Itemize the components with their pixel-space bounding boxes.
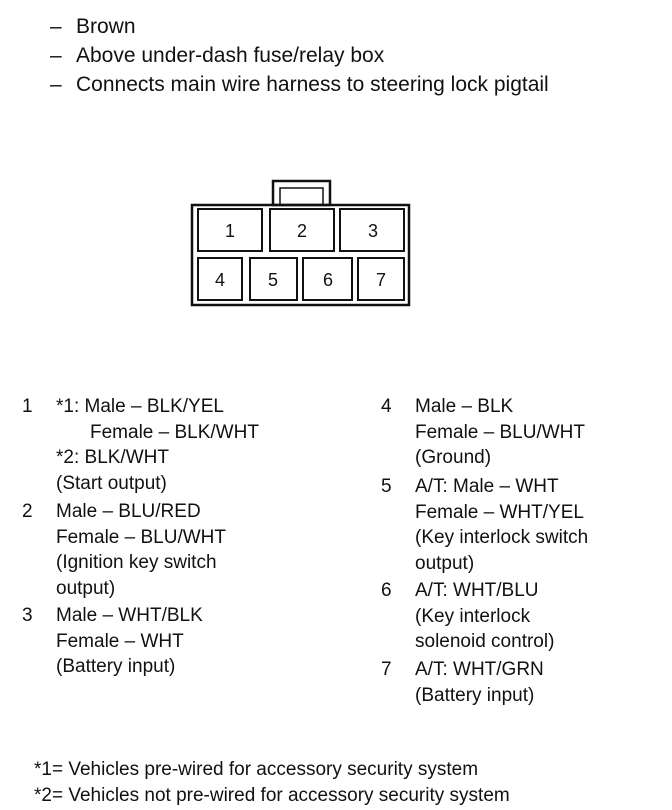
pin-number: 2 — [22, 501, 33, 522]
footnotes: *1= Vehicles pre-wired for accessory sec… — [34, 757, 510, 809]
bullet-dash: – — [50, 73, 62, 96]
description-text: Brown — [76, 15, 136, 38]
footnote-1: *1= Vehicles pre-wired for accessory sec… — [34, 759, 479, 780]
cavity-label-1: 1 — [225, 221, 235, 241]
cavity-3 — [339, 208, 405, 252]
pin-line: Female – BLU/WHT — [56, 526, 226, 548]
pin-line: Female – WHT/YEL — [415, 501, 584, 523]
pin-line: (Battery input) — [56, 656, 176, 677]
pin-number: 7 — [381, 659, 392, 680]
description-color: – Brown — [50, 12, 549, 41]
pin-line: A/T: Male – WHT — [415, 476, 559, 497]
pin-line: output) — [415, 552, 475, 574]
connector-lock-tab-inner — [279, 187, 324, 206]
description-text: Above under-dash fuse/relay box — [76, 44, 385, 67]
pin-description: Male – BLU/RED Female – BLU/WHT (Ignitio… — [56, 499, 226, 601]
pin-description: A/T: Male – WHT Female – WHT/YEL (Key in… — [415, 474, 588, 576]
pin-number: 5 — [381, 476, 392, 497]
cavity-1 — [197, 208, 263, 252]
pin-line: Female – BLU/WHT — [415, 421, 585, 443]
pin-line: A/T: WHT/BLU — [415, 580, 539, 601]
cavity-4 — [197, 257, 243, 301]
bullet-dash: – — [50, 44, 62, 67]
connector-housing — [190, 203, 411, 307]
pin-line: output) — [56, 577, 116, 599]
pin-description: Male – BLK Female – BLU/WHT (Ground) — [415, 394, 585, 471]
cavity-label-2: 2 — [297, 221, 307, 241]
pin-line: *1: Male – BLK/YEL — [56, 396, 224, 417]
pin-line: (Ignition key switch — [56, 552, 217, 573]
pin-line: Female – WHT — [56, 630, 184, 652]
pin-line: Male – WHT/BLK — [56, 605, 203, 626]
description-text: Connects main wire harness to steering l… — [76, 73, 549, 96]
pin-line: (Battery input) — [415, 684, 535, 706]
pin-description: Male – WHT/BLK Female – WHT (Battery inp… — [56, 603, 203, 680]
pin-description: A/T: WHT/BLU (Key interlock solenoid con… — [415, 578, 554, 655]
cavity-2 — [269, 208, 335, 252]
cavity-7 — [357, 257, 405, 301]
connector-description: – Brown – Above under-dash fuse/relay bo… — [50, 12, 549, 99]
pin-description: *1: Male – BLK/YEL Female – BLK/WHT *2: … — [56, 394, 259, 496]
cavity-label-6: 6 — [323, 270, 333, 290]
description-function: – Connects main wire harness to steering… — [50, 70, 549, 99]
bullet-dash: – — [50, 15, 62, 38]
cavity-label-7: 7 — [376, 270, 386, 290]
pin-number: 3 — [22, 605, 33, 626]
pin-line: solenoid control) — [415, 631, 555, 652]
cavity-label-4: 4 — [215, 270, 225, 290]
pin-line: (Key interlock — [415, 605, 531, 627]
pin-line: Male – BLK — [415, 396, 514, 417]
pin-number: 1 — [22, 396, 33, 417]
pin-line: (Key interlock switch — [415, 527, 589, 548]
pin-number: 6 — [381, 580, 392, 601]
pin-line: Female – BLK/WHT — [90, 421, 259, 443]
pin-line: (Start output) — [56, 472, 167, 494]
pin-line: *2: BLK/WHT — [56, 447, 169, 468]
description-location: – Above under-dash fuse/relay box — [50, 41, 549, 70]
footnote-2: *2= Vehicles not pre-wired for accessory… — [34, 785, 510, 806]
pin-line: A/T: WHT/GRN — [415, 659, 544, 680]
pin-description: A/T: WHT/GRN (Battery input) — [415, 657, 544, 708]
pin-number: 4 — [381, 396, 392, 417]
cavity-label-3: 3 — [368, 221, 378, 241]
pin-line: (Ground) — [415, 447, 492, 468]
connector-lock-tab — [271, 179, 332, 207]
pin-line: Male – BLU/RED — [56, 501, 201, 522]
cavity-label-5: 5 — [268, 270, 278, 290]
cavity-6 — [302, 257, 353, 301]
cavity-5 — [249, 257, 298, 301]
